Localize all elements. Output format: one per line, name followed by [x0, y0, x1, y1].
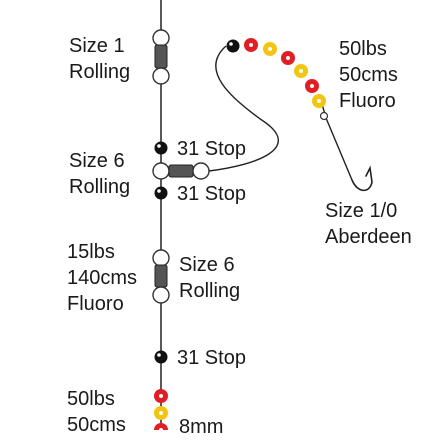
lower-swivel: [152, 249, 170, 304]
main-leader-material: Fluoro: [67, 293, 124, 315]
hook-pattern: Aberdeen: [325, 226, 412, 248]
rig-diagram: [152, 0, 373, 430]
hook-size: Size 1/0: [325, 200, 398, 222]
bottom-leader-strength: 50lbs: [67, 388, 115, 410]
top-swivel-label: Size 1 Rolling: [69, 33, 130, 85]
middle-swivel-type: Rolling: [69, 176, 131, 198]
middle-swivel-size: Size 6: [69, 150, 125, 172]
hook-leader-label: 50lbs 50cms Fluoro: [339, 36, 398, 114]
top-swivel-type: Rolling: [69, 61, 131, 83]
lower-swivel-label: Size 6 Rolling: [179, 252, 240, 304]
top-swivel-size: Size 1: [69, 35, 125, 57]
main-leader-length: 140cms: [67, 267, 138, 289]
bead-size-label: 8mm: [179, 416, 224, 438]
bottom-beads: [154, 389, 168, 430]
stop-upper-label: 31 Stop: [177, 138, 246, 160]
hook-leader-line: [208, 45, 280, 172]
middle-swivel: [152, 162, 210, 180]
hook-leader-beads: [226, 38, 329, 121]
top-swivel: [152, 29, 170, 85]
main-leader-strength: 15lbs: [67, 241, 115, 263]
middle-swivel-label: Size 6 Rolling: [69, 148, 130, 200]
stop-bottom-label: 31 Stop: [177, 347, 246, 369]
main-leader-label: 15lbs 140cms Fluoro: [67, 239, 137, 317]
stop-upper-bead: [154, 141, 168, 155]
stop-bottom-bead: [154, 350, 168, 364]
hook-label: Size 1/0 Aberdeen: [325, 198, 412, 250]
stop-lower-bead: [154, 186, 168, 200]
hook-leader-length: 50cms: [339, 64, 398, 86]
hook-leader-material: Fluoro: [339, 90, 396, 112]
bottom-leader-length: 50cms: [67, 414, 126, 436]
hook-icon: [351, 165, 373, 192]
bottom-leader-label: 50lbs 50cms: [67, 386, 126, 438]
lower-swivel-type: Rolling: [179, 280, 241, 302]
stop-lower-label: 31 Stop: [177, 183, 246, 205]
lower-swivel-size: Size 6: [179, 254, 235, 276]
hook-leader-strength: 50lbs: [339, 38, 387, 60]
